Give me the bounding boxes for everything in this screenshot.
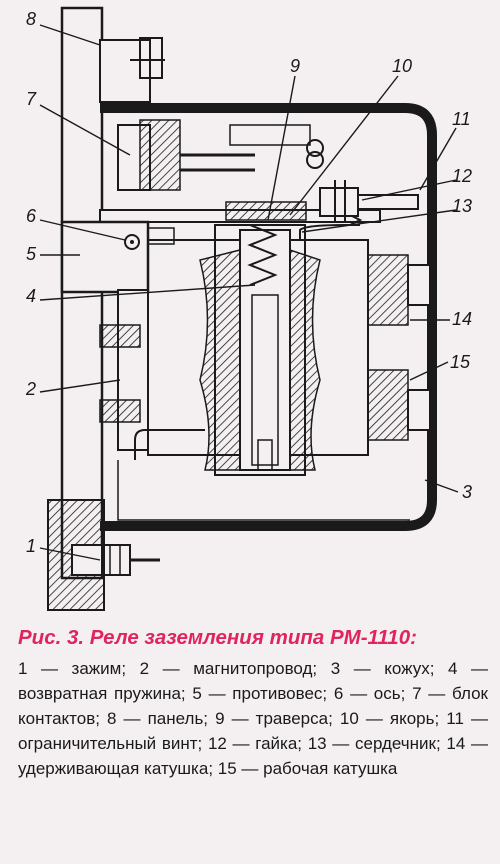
caption-title: Рис. 3. Реле заземления типа РМ-1110:	[18, 626, 417, 649]
panel	[47, 6, 105, 611]
callout-3: 3	[462, 482, 472, 502]
callout-10: 10	[392, 56, 412, 76]
callout-4: 4	[26, 286, 36, 306]
figure-caption: Рис. 3. Реле заземления типа РМ-1110: 1 …	[18, 624, 488, 781]
magnetic-core-frame	[99, 289, 205, 460]
callout-8: 8	[26, 9, 36, 29]
holding-and-working-coils	[367, 254, 431, 441]
callout-11: 11	[452, 109, 471, 129]
callout-14: 14	[452, 309, 472, 329]
armature-bar	[99, 201, 381, 226]
callout-labels: 8 7 9 10 11 12 6 13 5 4 14 2 15 3 1	[25, 9, 472, 556]
callout-15: 15	[450, 352, 471, 372]
counterweight	[60, 220, 175, 294]
callout-12: 12	[452, 166, 472, 186]
caption-legend: 1 — зажим; 2 — магнитопровод; 3 — кожух;…	[18, 659, 488, 778]
callout-1: 1	[26, 536, 36, 556]
relay-diagram: 8 7 9 10 11 12 6 13 5 4 14 2 15 3 1	[25, 6, 472, 611]
callout-7: 7	[26, 89, 37, 109]
callout-5: 5	[26, 244, 37, 264]
callout-6: 6	[26, 206, 37, 226]
coil-and-core	[147, 224, 369, 476]
limit-screw	[319, 180, 419, 222]
terminal-clamp	[71, 544, 160, 576]
callout-9: 9	[290, 56, 300, 76]
contact-block	[117, 119, 324, 191]
housing	[100, 103, 437, 531]
leader-lines	[39, 24, 459, 561]
callout-2: 2	[25, 379, 36, 399]
bracket-screw	[99, 37, 165, 103]
callout-13: 13	[452, 196, 472, 216]
